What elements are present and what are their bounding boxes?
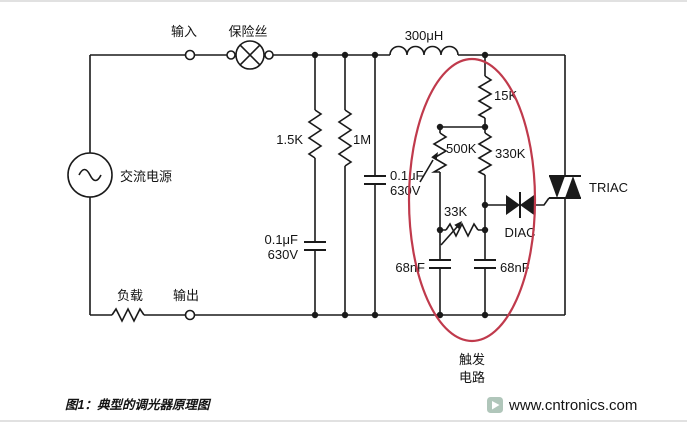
capacitor-left-value: 0.1μF: [264, 232, 298, 247]
load-and-output: 负载 输出: [111, 288, 199, 323]
figure-caption: 图1：典型的调光器原理图: [65, 398, 212, 412]
trigger-label-line1: 触发: [459, 352, 485, 367]
triac-label: TRIAC: [589, 180, 628, 195]
resistor-330k-label: 330K: [495, 146, 526, 161]
sine-wave-icon: [78, 168, 102, 182]
capacitor-68nf-left-label: 68nF: [395, 260, 425, 275]
load-label: 负载: [117, 288, 143, 303]
pot-wiper-arrow-icon: [431, 152, 438, 161]
ac-source: 交流电源: [67, 152, 172, 198]
trigger-ellipse: [407, 57, 537, 343]
resistor-33k: 33K: [440, 204, 479, 246]
capacitor-68nf-right: 68nF: [474, 259, 530, 275]
watermark[interactable]: www.cntronics.com: [487, 397, 637, 414]
trigger-circuit-highlight: 触发 电路: [407, 57, 537, 385]
input-terminal: 输入: [171, 24, 197, 61]
output-label: 输出: [173, 288, 199, 303]
potentiometer-500k-label: 500K: [446, 141, 477, 156]
circuit-wires: [89, 54, 566, 316]
inductor-label: 300μH: [405, 28, 444, 43]
watermark-url[interactable]: www.cntronics.com: [508, 397, 637, 414]
resistor-33k-label: 33K: [444, 204, 467, 219]
capacitor-01uf-mid: 0.1μF 630V: [364, 168, 424, 198]
trigger-label-line2: 电路: [459, 370, 485, 385]
capacitor-01uf-left: 0.1μF 630V: [264, 232, 326, 262]
resistor-15k: 15K: [477, 75, 517, 119]
resistor-1k5: 1.5K: [276, 109, 323, 159]
diac-symbol: DIAC: [504, 192, 536, 240]
cntronics-logo-arrow-icon: [492, 401, 500, 410]
ac-source-label: 交流电源: [120, 169, 172, 184]
fuse-x-icon: [239, 44, 261, 66]
trimmer-arrow-icon: [454, 221, 462, 230]
fuse: 保险丝: [226, 24, 274, 70]
junction-dots: [311, 51, 489, 319]
capacitor-mid-value: 0.1μF: [390, 168, 424, 183]
resistor-330k: 330K: [477, 132, 526, 176]
capacitor-mid-voltage: 630V: [390, 183, 421, 198]
capacitor-68nf-right-label: 68nF: [500, 260, 530, 275]
capacitor-left-voltage: 630V: [268, 247, 299, 262]
resistor-1k5-label: 1.5K: [276, 132, 303, 147]
capacitor-68nf-left: 68nF: [395, 259, 451, 275]
inductor-300uh: 300μH: [389, 28, 459, 56]
diac-label: DIAC: [504, 225, 535, 240]
potentiometer-500k: 500K: [419, 132, 477, 183]
input-label: 输入: [171, 24, 197, 39]
resistor-1m-label: 1M: [353, 132, 371, 147]
triac-symbol: TRIAC: [549, 175, 628, 199]
fuse-label: 保险丝: [228, 24, 267, 39]
resistor-1m: 1M: [337, 109, 371, 167]
